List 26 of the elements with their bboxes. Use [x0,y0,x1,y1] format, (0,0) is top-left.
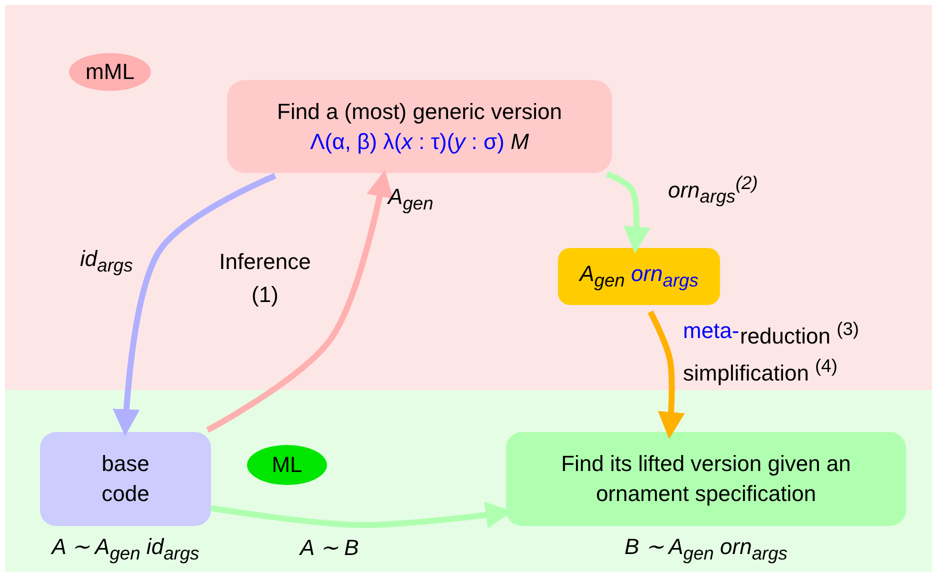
edge-label: id$_{args}$ [80,246,133,276]
edge-label: A ∼ B [300,535,359,562]
region-band [5,5,932,390]
formula-term: M [510,128,529,154]
rounded-box [40,432,211,526]
relation-label: B ∼ A$_{gen}$ orn$_{args}$ [624,534,788,564]
relation-label: A ∼ A$_{gen}$ id$_{args}$ [50,534,200,564]
node-label: mML [84,58,136,86]
node-label: ML [270,451,304,480]
annotation-label: meta- [683,318,740,344]
rounded-box [558,248,720,305]
node-label: base code [100,450,150,508]
arrow [606,171,650,254]
edge-label: Inference (1) [218,248,312,309]
annotation-label: A$_{gen}$ [388,184,434,214]
node-label: Find its lifted version given an ornament specification [560,450,852,508]
rounded-box [506,432,906,526]
arrow [648,310,685,439]
annotation-label: simplification $^{(4)}$ [683,355,838,387]
arrow [206,170,394,433]
region-band [5,390,932,572]
arrow [112,173,276,436]
rounded-box [227,80,612,173]
annotation-label: reduction $^{(3)}$ [740,318,860,350]
formula: Λ(α, β) λ(x : τ)(y : σ) [310,128,504,154]
box-title: Find a (most) generic version [277,98,562,126]
